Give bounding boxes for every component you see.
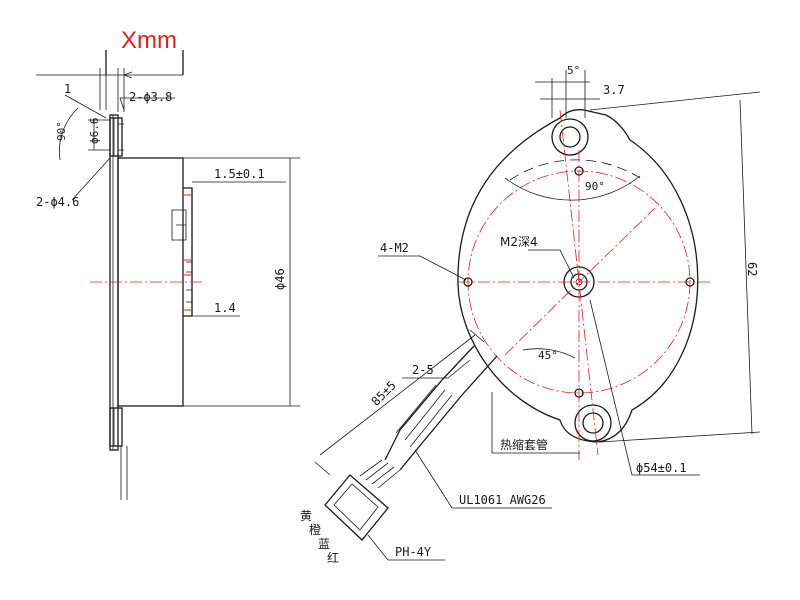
connector-inner <box>333 483 379 531</box>
wire-color-orange: 橙 <box>309 522 321 537</box>
wire-colors: 黄 橙 蓝 红 <box>300 509 339 565</box>
front-label-wire: UL1061 AWG26 <box>459 493 546 507</box>
hidden-arc <box>509 159 641 181</box>
side-top-tab <box>109 117 123 157</box>
front-label-5deg: 5° <box>567 64 580 77</box>
side-label-90: 90° <box>55 121 68 141</box>
side-label-holes: 2-ϕ4.6 <box>36 195 79 209</box>
side-arrow <box>123 71 133 79</box>
connector-leader <box>367 534 445 561</box>
top-boss-outer <box>551 118 589 156</box>
side-shaft <box>171 209 187 241</box>
wire-leader <box>414 449 552 509</box>
side-leaders <box>64 94 175 119</box>
cable-entry <box>441 345 498 396</box>
angle-45-arc <box>522 348 576 359</box>
side-flange <box>109 114 119 451</box>
front-label-m2-depth: M2深4 <box>500 235 538 249</box>
side-label-step: 1.4 <box>214 301 236 315</box>
front-view: 5° 3.7 90° M2深4 4-M2 45° 62 ϕ54±0.1 85±5 <box>300 64 761 565</box>
front-label-cable-length: 85±5 <box>369 378 399 408</box>
wires <box>359 459 401 489</box>
side-hole-lines <box>183 194 192 311</box>
side-holes-leader <box>71 157 111 201</box>
front-label-sleeve: 热缩套管 <box>500 437 548 452</box>
pcd-leader <box>589 299 700 476</box>
cable-length-dim <box>314 329 485 476</box>
side-phi66-dim <box>88 119 110 151</box>
tilted-centerline <box>559 109 599 456</box>
side-label-2-phi38: 2-ϕ3.8 <box>129 90 172 104</box>
side-phi46-dim <box>183 157 300 407</box>
front-label-connector: PH-4Y <box>395 545 432 559</box>
m2-count-leader <box>378 255 467 281</box>
sleeve-leader <box>491 392 580 454</box>
side-top-dims <box>36 68 183 112</box>
top-boss-inner <box>559 126 581 148</box>
heat-shrink <box>384 379 463 471</box>
side-label-phi46: ϕ46 <box>273 268 287 290</box>
side-top-tab-detail <box>113 118 124 156</box>
strip-leader <box>402 359 471 379</box>
side-label-1: 1 <box>64 82 71 96</box>
bottom-boss-outer <box>574 404 612 442</box>
side-wire <box>120 446 128 500</box>
front-label-37: 3.7 <box>603 83 625 97</box>
angle-90-arc <box>504 175 641 201</box>
side-bottom-tab <box>109 407 123 447</box>
side-boss-steps <box>186 261 193 303</box>
front-label-90: 90° <box>585 180 605 193</box>
wire-color-yellow: 黄 <box>300 509 312 523</box>
wire-color-red: 红 <box>327 550 339 565</box>
front-outline <box>457 109 699 443</box>
bottom-boss-inner <box>582 412 604 434</box>
side-boss <box>183 187 193 317</box>
front-label-62: 62 <box>745 262 759 276</box>
front-centerlines <box>458 150 712 460</box>
front-label-4m2: 4-M2 <box>380 241 409 255</box>
side-label-flange: 1.5±0.1 <box>214 167 265 181</box>
title-xmm: Xmm <box>121 27 177 54</box>
front-label-45: 45° <box>538 349 558 362</box>
front-label-strip: 2-5 <box>412 363 434 377</box>
m2-depth-leader <box>528 249 575 279</box>
side-view: 1 2-ϕ3.8 90° ϕ6.6 2-ϕ4.6 ϕ46 1.5±0.1 1.4 <box>36 68 300 500</box>
side-angle-arc <box>59 107 79 161</box>
front-label-phi54: ϕ54±0.1 <box>636 461 687 475</box>
front-top-dims <box>535 70 600 118</box>
sleeve-hatch <box>395 384 453 448</box>
connector-body <box>324 474 389 541</box>
height-dim <box>589 91 761 443</box>
side-label-phi66: ϕ6.6 <box>88 118 101 145</box>
wire-color-blue: 蓝 <box>318 537 330 551</box>
